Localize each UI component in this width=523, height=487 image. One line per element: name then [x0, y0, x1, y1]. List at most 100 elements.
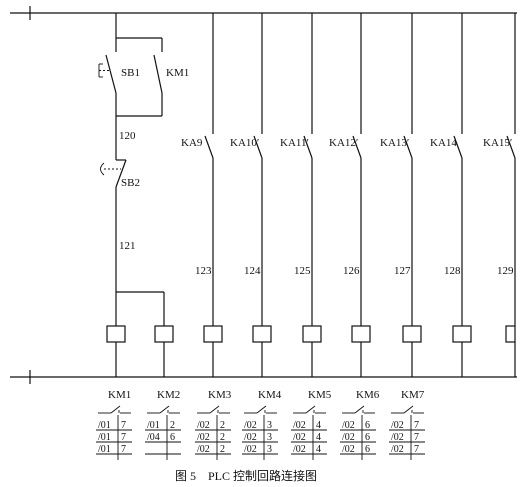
contact-table-km3: /02 2/02 2/02 2	[195, 405, 231, 460]
table-slot: 7	[121, 432, 126, 443]
table-ref: /02	[391, 432, 404, 443]
coil-symbol	[402, 325, 422, 343]
table-ref: /02	[391, 420, 404, 431]
coil-row	[106, 325, 516, 343]
coil-labels: KM1 KM2 KM3 KM4 KM5 KM6 KM7	[108, 389, 425, 401]
rung-5: KA13′ 127	[380, 13, 413, 377]
table-slot: 7	[414, 420, 419, 431]
coil-label-km4: KM4	[258, 389, 282, 401]
rung-3: KA11′ 125	[280, 13, 313, 377]
table-ref: /01	[98, 432, 111, 443]
rung-node-label: 129	[497, 265, 514, 277]
table-ref: /02	[244, 432, 257, 443]
node-120-label: 120	[119, 130, 136, 142]
rung-contact-label: KA13′	[380, 137, 409, 149]
rung-7: KA15′ 129	[483, 13, 516, 377]
table-slot: 2	[220, 420, 225, 431]
table-ref: /01	[98, 420, 111, 431]
rung-node-label: 123	[195, 265, 212, 277]
coil-symbol	[154, 325, 174, 343]
contact-table-km5: /02 4/02 4/02 4	[291, 405, 327, 460]
coil-symbol	[203, 325, 223, 343]
coil-label-km5: KM5	[308, 389, 332, 401]
table-slot: 3	[267, 432, 272, 443]
rung-node-label: 126	[343, 265, 360, 277]
coil-label-km1: KM1	[108, 389, 131, 401]
sb2-pushbutton	[100, 159, 127, 188]
table-slot: 6	[365, 432, 370, 443]
rung-contact-label: KA11′	[280, 137, 309, 149]
rung-4: KA12′ 126	[329, 13, 362, 377]
table-ref: /02	[244, 420, 257, 431]
table-ref: /02	[244, 444, 257, 455]
table-ref: /02	[197, 432, 210, 443]
sb1-label: SB1	[121, 67, 140, 79]
table-slot: 2	[220, 432, 225, 443]
table-slot: 4	[316, 432, 321, 443]
rung-1: KA9 123	[181, 13, 214, 377]
contact-table-km1: /01 7/01 7/01 7	[96, 405, 132, 460]
table-ref: /01	[147, 420, 160, 431]
table-ref: /02	[293, 432, 306, 443]
start-rung: SB1 KM1 120 SB2 121	[98, 13, 189, 377]
contact-ka12	[352, 135, 362, 159]
contact-ka11	[303, 135, 313, 159]
table-slot: 2	[220, 444, 225, 455]
table-slot: 7	[121, 444, 126, 455]
coil-symbol	[351, 325, 371, 343]
table-ref: /02	[391, 444, 404, 455]
rung-2: KA10′ 124	[230, 13, 263, 377]
table-ref: /02	[293, 420, 306, 431]
rung-contact-label: KA15′	[483, 137, 512, 149]
contact-table-km2: /01 2/04 6	[145, 405, 181, 460]
table-slot: 2	[170, 420, 175, 431]
rung-6: KA14 128	[430, 13, 463, 377]
table-slot: 6	[170, 432, 175, 443]
top-rail-mark	[10, 6, 31, 20]
table-ref: /02	[197, 444, 210, 455]
table-ref: /02	[342, 432, 355, 443]
sb2-label: SB2	[121, 177, 140, 189]
coil-label-km7: KM7	[401, 389, 425, 401]
rung-contact-label: KA10′	[230, 137, 259, 149]
table-slot: 4	[316, 420, 321, 431]
km1-holding-contact	[153, 54, 163, 94]
rung-node-label: 128	[444, 265, 461, 277]
table-ref: /02	[197, 420, 210, 431]
bottom-rail-mark	[10, 370, 31, 384]
table-slot: 3	[267, 420, 272, 431]
contact-ka13	[403, 135, 413, 159]
table-ref: /01	[98, 444, 111, 455]
table-slot: 3	[267, 444, 272, 455]
table-ref: /02	[293, 444, 306, 455]
rung-node-label: 125	[294, 265, 311, 277]
contact-ka14	[453, 135, 463, 159]
table-slot: 6	[365, 444, 370, 455]
rung-node-label: 124	[244, 265, 261, 277]
rung-contact-label: KA9	[181, 137, 203, 149]
node-121-label: 121	[119, 240, 136, 252]
km1-contact-label: KM1	[166, 67, 189, 79]
table-slot: 7	[414, 444, 419, 455]
coil-symbol	[252, 325, 272, 343]
contact-ka9	[204, 135, 214, 159]
coil-symbol	[302, 325, 322, 343]
output-rungs: KA9123KA10′124KA11′125KA12′126KA13′127KA…	[181, 13, 516, 377]
contact-reference-tables: /01 7/01 7/01 7/01 2/04 6/02 2/02 2/02 2/02 3/02 3…	[96, 405, 425, 460]
table-slot: 7	[121, 420, 126, 431]
table-ref: /02	[342, 444, 355, 455]
table-contact-symbol	[159, 405, 170, 414]
coil-symbol	[505, 325, 516, 343]
table-slot: 4	[316, 444, 321, 455]
contact-table-km4: /02 3/02 3/02 3	[242, 405, 278, 460]
rung-contact-label: KA12′	[329, 137, 358, 149]
table-ref: /04	[147, 432, 160, 443]
sb1-pushbutton	[98, 54, 117, 94]
table-contact-symbol	[403, 405, 414, 414]
coil-symbol	[106, 325, 126, 343]
rung-node-label: 127	[394, 265, 411, 277]
rung-contact-label: KA14	[430, 137, 457, 149]
coil-symbol	[452, 325, 472, 343]
